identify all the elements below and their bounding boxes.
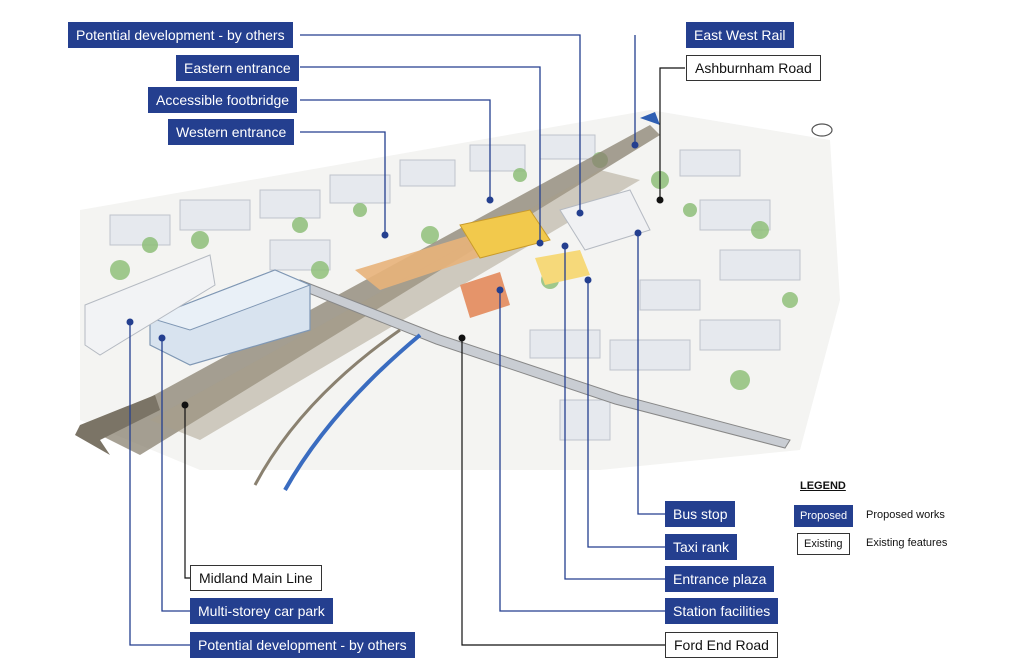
label-east-west-rail: East West Rail	[686, 22, 794, 48]
label-ford-end-road: Ford End Road	[665, 632, 778, 658]
label-taxi-rank: Taxi rank	[665, 534, 738, 560]
legend-existing-key: Existing	[797, 533, 850, 555]
label-entrance-plaza: Entrance plaza	[665, 566, 775, 592]
development-block-west	[84, 254, 216, 356]
legend-proposed-desc: Proposed works	[866, 509, 945, 521]
label-western-entrance: Western entrance	[168, 119, 295, 145]
label-bus-stop: Bus stop	[665, 501, 736, 527]
midland-main-line-arrow	[75, 395, 160, 455]
station-building-east	[559, 189, 651, 251]
legend-existing-desc: Existing features	[866, 537, 948, 549]
curve-line-blue	[283, 333, 422, 491]
label-accessible-footbridge: Accessible footbridge	[148, 87, 298, 113]
legend-proposed-key: Proposed	[794, 505, 854, 527]
entrance-plaza-area	[535, 250, 590, 285]
station-building-west	[460, 272, 510, 318]
label-midland-main-line: Midland Main Line	[190, 565, 322, 591]
footbridge	[459, 209, 551, 259]
railway-tracks	[90, 125, 660, 455]
label-potential-development-bottom: Potential development - by others	[190, 632, 415, 658]
label-eastern-entrance: Eastern entrance	[176, 55, 299, 81]
label-potential-development-top: Potential development - by others	[68, 22, 293, 48]
east-west-rail-arrow	[640, 112, 660, 125]
legend-title: LEGEND	[800, 480, 846, 492]
label-station-facilities: Station facilities	[665, 598, 779, 624]
label-ashburnham-road: Ashburnham Road	[686, 55, 821, 81]
label-multi-storey-car-park: Multi-storey car park	[190, 598, 333, 624]
curve-line-grey	[253, 328, 401, 486]
compass-icon	[811, 123, 833, 137]
